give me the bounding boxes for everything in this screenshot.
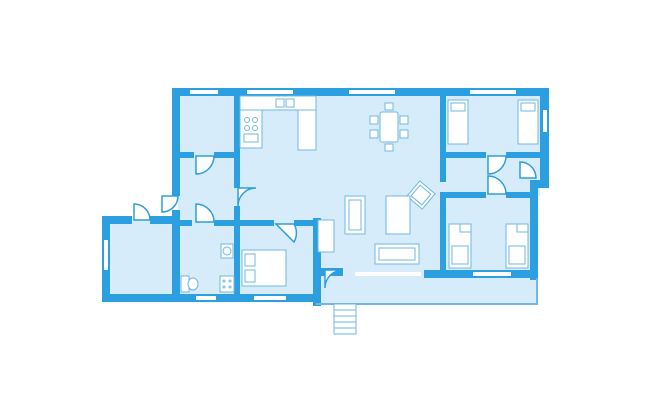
single-bed-icon: [517, 99, 539, 145]
coffee-table-icon: [385, 195, 411, 235]
window-storage-top: [190, 90, 218, 94]
wall-bed1-bottom: [440, 152, 486, 158]
door-bed1[interactable]: [487, 155, 507, 175]
wall-bed2-left: [440, 192, 446, 276]
wall-entry-right2: [234, 206, 240, 228]
window-kitchen-top: [247, 90, 293, 94]
room-floor-storage: [177, 94, 237, 156]
window-living-bottom: [355, 272, 421, 276]
kitchen-sink-icon: [275, 98, 295, 108]
window-bed1-top: [470, 90, 516, 94]
door-entry-right[interactable]: [237, 187, 257, 207]
wall-terrace-right-line: [536, 278, 538, 305]
wall-storage-bottom: [172, 152, 194, 158]
wall-corridor-left: [440, 152, 446, 182]
toilet-icon: [180, 275, 199, 293]
window-bed3-bottom: [254, 296, 286, 300]
double-bed-icon: [241, 249, 287, 287]
wall-utility-top2: [150, 216, 180, 224]
sofa-icon: [344, 195, 366, 235]
wall-terrace-bottom-line: [316, 303, 538, 305]
shower-icon: [219, 275, 235, 293]
wall-terrace-left: [313, 268, 321, 306]
steps-icon: [333, 303, 357, 335]
kitchen-island: [297, 109, 317, 151]
window-dining-top: [349, 90, 395, 94]
wall-bed1-bottom2: [506, 152, 544, 158]
wall-bed2-top2: [506, 192, 536, 198]
bunk-bed-icon: [448, 223, 472, 269]
door-bed2[interactable]: [487, 175, 507, 195]
wall-entry-left2: [172, 210, 180, 300]
wall-entry-bottom2: [214, 220, 240, 226]
wall-bath-right: [234, 220, 240, 300]
wall-bed3-top2: [294, 220, 318, 226]
wall-bed1-left: [440, 94, 446, 158]
door-terrace[interactable]: [324, 269, 344, 289]
wall-bedroom3-right: [313, 218, 321, 276]
wall-entry-bottom: [172, 220, 192, 226]
window-utility-left: [104, 240, 108, 270]
wall-storage-right: [234, 94, 240, 154]
washbasin-icon: [220, 243, 234, 259]
dining-table-icon: [369, 102, 409, 152]
door-bed3[interactable]: [274, 223, 298, 244]
wall-utility-top: [102, 216, 132, 224]
bunk-bed-icon: [505, 223, 529, 269]
armchair-icon: [406, 180, 436, 210]
door-utility[interactable]: [133, 203, 151, 221]
door-entry-left[interactable]: [161, 195, 179, 213]
wall-left-storage: [172, 88, 180, 158]
window-right-upper: [543, 110, 547, 132]
wall-right-step: [532, 180, 549, 188]
shelf-unit: [317, 219, 335, 253]
wall-right-top: [540, 88, 549, 188]
furniture: [180, 95, 539, 335]
sofa-icon: [374, 243, 420, 265]
wall-bed2-top: [440, 192, 486, 198]
wall-bed3-top: [234, 220, 274, 226]
window-bath-bottom: [196, 296, 216, 300]
stove-icon: [243, 117, 259, 143]
wall-utility-bottom: [102, 294, 178, 302]
wall-entry-left: [172, 156, 180, 196]
window-bed2-bottom: [473, 272, 511, 276]
door-storage[interactable]: [195, 155, 215, 175]
door-corridor-right[interactable]: [519, 161, 537, 179]
doors: [133, 155, 537, 289]
room-floor-utility: [106, 220, 177, 298]
wall-entry-right: [234, 152, 240, 188]
wall-right-lower: [530, 180, 538, 280]
single-bed-icon: [447, 99, 469, 145]
door-entry-bottom[interactable]: [195, 203, 215, 223]
wall-storage-bottom2: [214, 152, 240, 158]
